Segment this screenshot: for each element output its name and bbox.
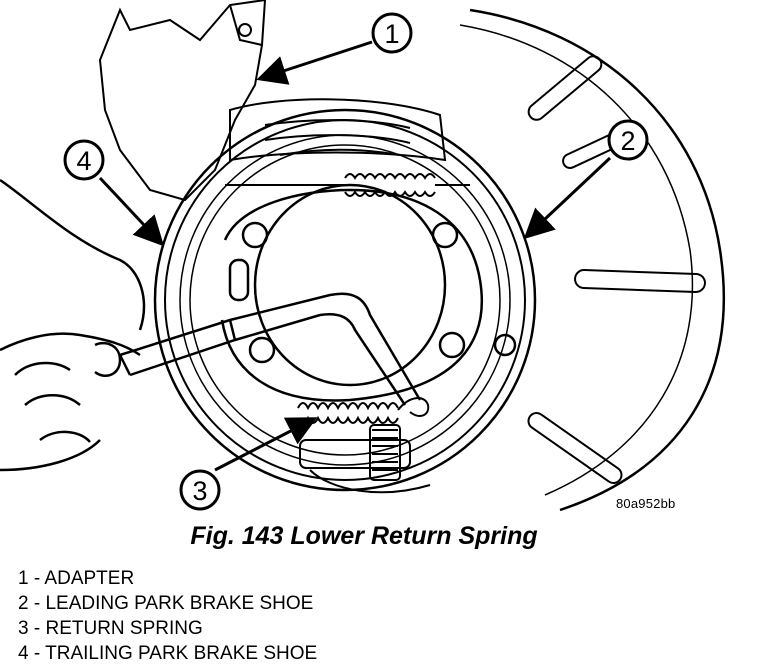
legend-number: 3 [18,618,29,639]
upper-spring [225,173,470,197]
adjuster [299,424,431,494]
callout-3: 3 [179,469,221,511]
callout-2-label: 2 [620,126,635,156]
legend-item: 3 - RETURN SPRING [18,618,203,639]
callout-3-label: 3 [192,476,207,506]
legend-label: RETURN SPRING [45,618,203,639]
brake-assembly-illustration: 1 2 3 4 [0,0,725,512]
callout-4-label: 4 [76,146,91,176]
adapter-outline [98,0,267,202]
legend-label: ADAPTER [44,568,135,589]
figure-code: 80a952bb [616,496,676,511]
legend-label: LEADING PARK BRAKE SHOE [45,593,314,614]
shoe-anchor [229,98,447,162]
legend: 1 - ADAPTER 2 - LEADING PARK BRAKE SHOE … [18,566,317,666]
legend-item: 4 - TRAILING PARK BRAKE SHOE [18,643,318,664]
legend-number: 2 [18,593,29,614]
legend-item: 2 - LEADING PARK BRAKE SHOE [18,593,314,614]
hub [220,183,517,402]
hand [0,178,146,472]
legend-number: 4 [18,643,29,664]
legend-label: TRAILING PARK BRAKE SHOE [45,643,318,664]
callout-1: 1 [371,12,413,54]
callout-1-label: 1 [384,19,399,49]
figure-caption: Fig. 143 Lower Return Spring [190,522,538,550]
legend-number: 1 [18,568,29,589]
lower-return-spring [297,397,430,424]
callout-4: 4 [63,139,105,181]
backing-plate [469,8,725,512]
spring-tool [118,292,422,406]
callout-arrows [98,40,612,472]
backing-plate-slots [527,55,706,484]
callout-2: 2 [607,119,649,161]
legend-item: 1 - ADAPTER [18,568,135,589]
brake-shoe-ring [153,108,537,492]
